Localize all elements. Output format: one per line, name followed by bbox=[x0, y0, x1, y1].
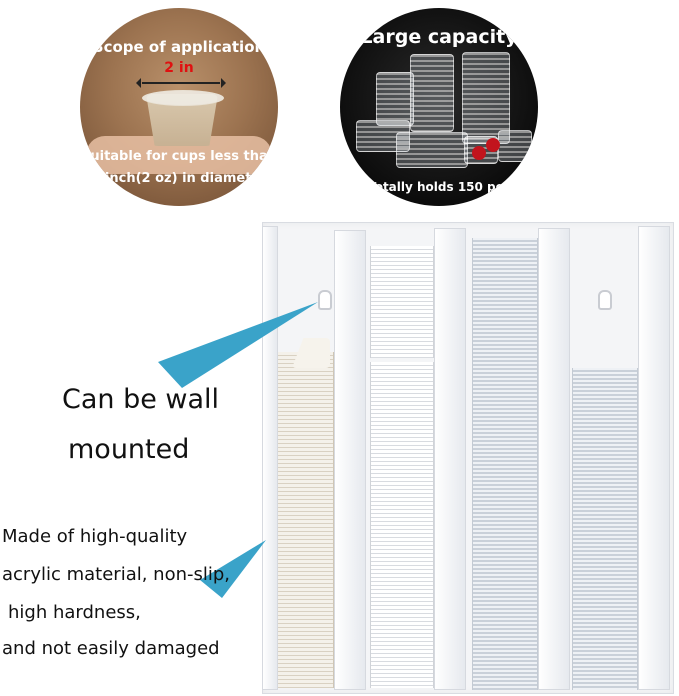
scope-title: Scope of application bbox=[92, 38, 266, 56]
capacity-caption: Totally holds 150 pcs sauce cups at leas… bbox=[340, 176, 538, 206]
white-lid-stack-lower bbox=[370, 362, 434, 688]
keyhole-icon bbox=[598, 290, 612, 310]
large-capacity-circle: Large capacity Totally holds 150 pcs sau… bbox=[340, 8, 538, 206]
divider-right bbox=[638, 226, 670, 690]
keyhole-icon bbox=[318, 290, 332, 310]
scope-caption-line-1: Suitable for cups less than bbox=[81, 149, 277, 164]
material-text-line-3: high hardness, bbox=[8, 602, 141, 623]
divider-left bbox=[262, 226, 278, 690]
cherry-icon bbox=[486, 138, 500, 152]
material-text-line-4: and not easily damaged bbox=[2, 638, 220, 659]
clear-lid-stack bbox=[572, 368, 638, 690]
scope-caption: Suitable for cups less than 2 inch(2 oz)… bbox=[80, 146, 278, 190]
paper-cup-stack bbox=[276, 352, 334, 688]
cup-stack-image bbox=[376, 72, 414, 126]
white-lid-stack-upper bbox=[370, 246, 434, 358]
wall-pointer-icon bbox=[158, 302, 318, 388]
material-text-line-1: Made of high-quality bbox=[2, 526, 188, 547]
scope-of-application-circle: Scope of application 2 in Suitable for c… bbox=[80, 8, 278, 206]
divider bbox=[538, 228, 570, 690]
clear-cup-stack bbox=[472, 238, 538, 690]
wall-mount-text-line-1: Can be wall bbox=[62, 384, 220, 415]
material-text-line-2: acrylic material, non-slip, bbox=[2, 564, 231, 585]
cherry-icon bbox=[472, 146, 486, 160]
material-pointer-icon bbox=[200, 540, 266, 598]
scope-caption-line-2: 2 inch(2 oz) in diameter bbox=[91, 171, 267, 186]
wall-mount-text-line-2: mounted bbox=[68, 434, 190, 465]
capacity-caption-line-2: sauce cups at least bbox=[340, 198, 538, 206]
divider bbox=[434, 228, 466, 690]
cup-image bbox=[498, 130, 532, 162]
cup-stack-image bbox=[462, 52, 510, 144]
capacity-caption-line-1: Totally holds 150 pcs bbox=[368, 180, 510, 194]
divider bbox=[334, 230, 366, 690]
cup-dispenser-holder bbox=[262, 222, 674, 694]
dimension-arrow-icon bbox=[136, 78, 226, 88]
cup-stack-image bbox=[410, 54, 454, 132]
capacity-title: Large capacity bbox=[360, 26, 518, 48]
dimension-label: 2 in bbox=[164, 60, 194, 76]
cup-stack-image bbox=[396, 132, 468, 168]
cup-lid-image bbox=[142, 90, 224, 106]
